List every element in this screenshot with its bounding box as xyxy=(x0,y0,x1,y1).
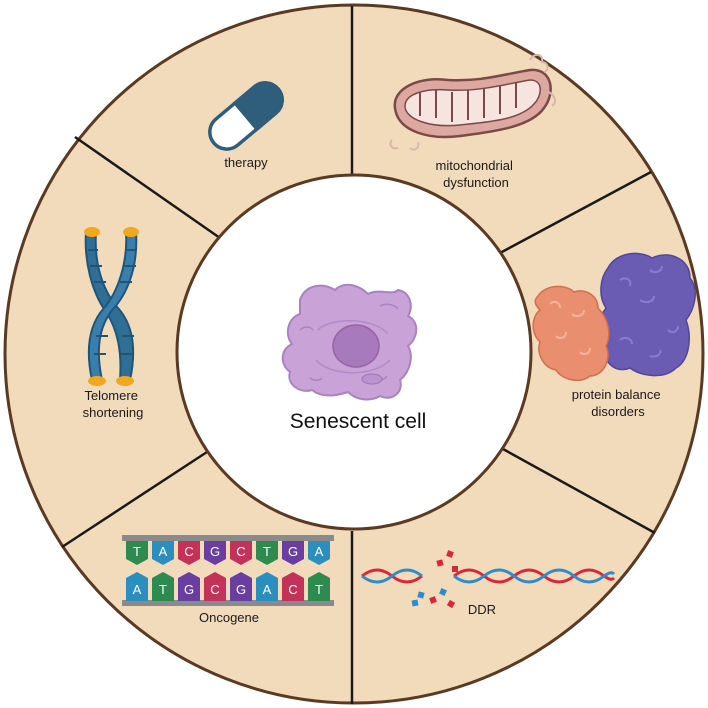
dna-base-strip: T A C G C T G A A T G C G A C T xyxy=(122,535,334,606)
cell-mitochondrion xyxy=(361,373,383,385)
dna-base-letter: T xyxy=(315,582,323,597)
dna-base-letter: C xyxy=(184,544,193,559)
telomere-cap xyxy=(116,376,134,386)
dna-base-tile xyxy=(204,572,226,601)
cell-organelle-lines xyxy=(299,303,399,382)
dna-base-letter: A xyxy=(315,544,324,559)
dna-base-letter: G xyxy=(184,582,194,597)
dna-base-letter: G xyxy=(210,544,220,559)
cell-membrane-fold xyxy=(315,320,391,374)
dna-base-tile xyxy=(256,572,278,601)
label-protein-balance-disorders: protein balance disorders xyxy=(572,387,665,419)
dna-base-letter: T xyxy=(263,544,271,559)
dna-base-tile xyxy=(308,541,330,565)
protein-orange xyxy=(532,285,610,382)
label-telomere-shortening: Telomere shortening xyxy=(83,388,144,420)
telomere-cap xyxy=(84,227,100,237)
dna-base-letter: T xyxy=(133,544,141,559)
divider-upper-right xyxy=(499,170,652,255)
dna-base-tile xyxy=(126,572,148,601)
label-ddr: DDR xyxy=(468,602,496,617)
capsule-icon xyxy=(208,81,284,151)
telomere-cap xyxy=(88,376,106,386)
dna-base-tile xyxy=(152,572,174,601)
divider-upper-left xyxy=(74,135,221,240)
label-mitochondrial-dysfunction: mitochondrial dysfunction xyxy=(436,158,517,190)
dna-base-tile xyxy=(126,541,148,565)
label-therapy: therapy xyxy=(224,155,268,170)
chromosome-icon xyxy=(84,227,139,386)
dna-base-letter: A xyxy=(133,582,142,597)
dna-base-tile xyxy=(282,572,304,601)
telomere-cap xyxy=(123,227,139,237)
dna-base-tile xyxy=(282,541,304,565)
dna-base-letter: A xyxy=(159,544,168,559)
dna-base-tile xyxy=(178,541,200,565)
dna-base-tile xyxy=(308,572,330,601)
center-label: Senescent cell xyxy=(290,410,427,433)
dna-base-letter: G xyxy=(236,582,246,597)
dna-base-tile xyxy=(204,541,226,565)
mitochondrion-icon xyxy=(389,54,556,151)
dna-base-letter: A xyxy=(263,582,272,597)
protein-aggregate-icon xyxy=(532,252,696,382)
dna-base-tile xyxy=(256,541,278,565)
cell-nucleus xyxy=(332,324,380,368)
dna-base-tile xyxy=(152,541,174,565)
divider-lower-left xyxy=(61,450,208,549)
dna-base-letter: C xyxy=(210,582,219,597)
strip-rail-bottom xyxy=(122,600,334,606)
segment-dividers xyxy=(61,6,656,704)
dna-base-tile xyxy=(230,572,252,601)
divider-lower-right xyxy=(502,447,656,535)
dna-base-letter: G xyxy=(288,544,298,559)
strip-rail-top xyxy=(122,535,334,541)
senescent-cell-icon xyxy=(281,283,418,401)
broken-dna-icon xyxy=(361,568,616,584)
dna-base-tile xyxy=(178,572,200,601)
dna-base-letter: C xyxy=(288,582,297,597)
dna-base-letter: C xyxy=(236,544,245,559)
dna-base-letter: T xyxy=(159,582,167,597)
protein-purple xyxy=(598,252,696,377)
dna-fragments xyxy=(411,550,458,609)
label-oncogene: Oncogene xyxy=(199,610,259,625)
dna-base-tile xyxy=(230,541,252,565)
